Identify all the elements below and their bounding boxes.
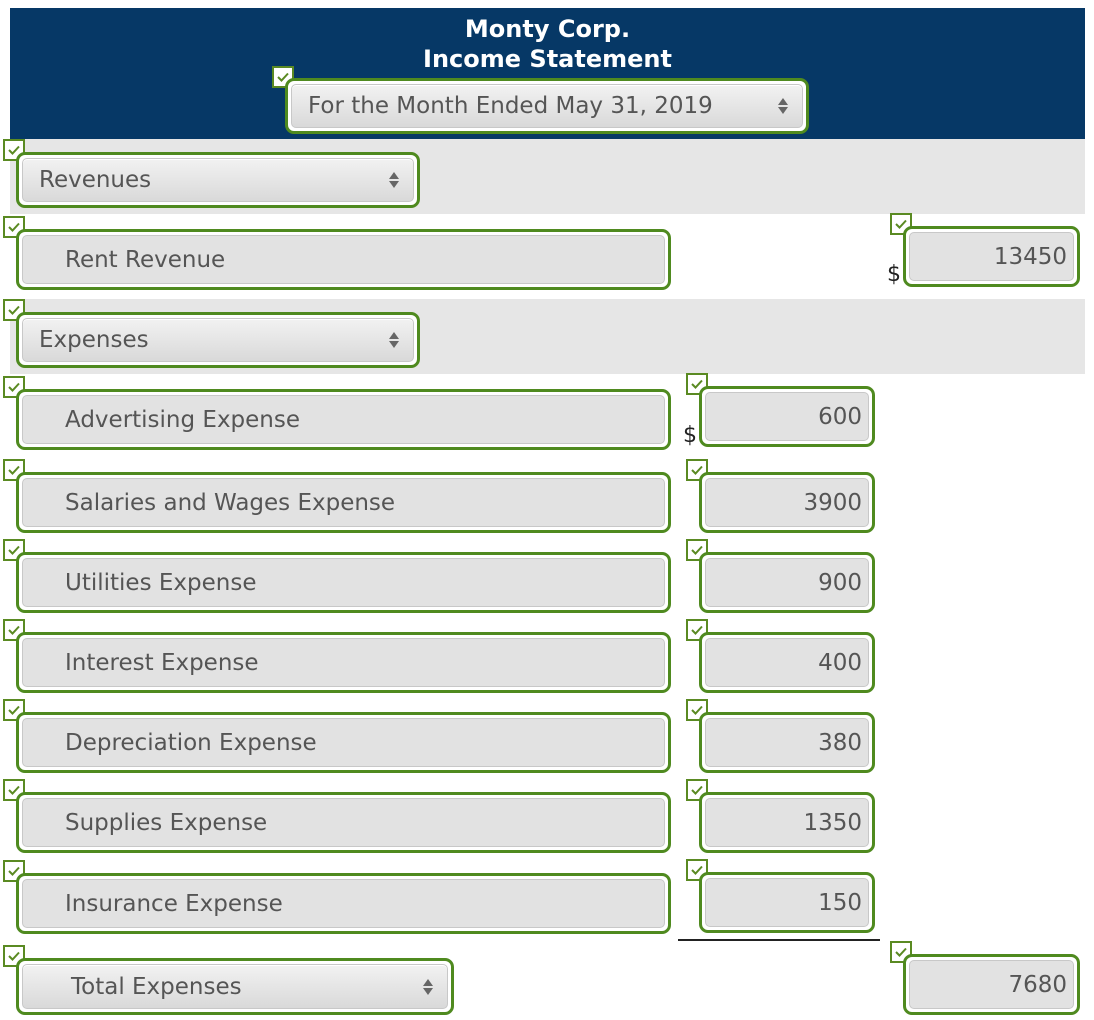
depreciation-expense-amount: 380 bbox=[705, 718, 869, 767]
interest-expense-label: Interest Expense bbox=[22, 638, 665, 687]
expenses-heading-value: Expenses bbox=[39, 327, 149, 353]
depreciation-expense-label: Depreciation Expense bbox=[22, 718, 665, 767]
salaries-expense-amount: 3900 bbox=[705, 478, 869, 527]
insurance-expense-label-field[interactable]: Insurance Expense bbox=[16, 873, 671, 934]
utilities-expense-amount-field[interactable]: 900 bbox=[699, 552, 875, 613]
advertising-expense-label-field[interactable]: Advertising Expense bbox=[16, 389, 671, 450]
total-expenses-amount-field[interactable]: 7680 bbox=[903, 954, 1080, 1015]
utilities-expense-amount: 900 bbox=[705, 558, 869, 607]
utilities-expense-label: Utilities Expense bbox=[22, 558, 665, 607]
select-arrows-icon bbox=[423, 978, 433, 995]
period-select-value: For the Month Ended May 31, 2019 bbox=[308, 93, 713, 119]
interest-expense-amount-field[interactable]: 400 bbox=[699, 632, 875, 693]
statement-title: Income Statement bbox=[423, 45, 672, 73]
interest-expense-amount: 400 bbox=[705, 638, 869, 687]
select-arrows-icon bbox=[778, 98, 788, 114]
rent-revenue-currency: $ bbox=[887, 262, 901, 287]
insurance-expense-amount-field[interactable]: 150 bbox=[699, 872, 875, 933]
salaries-expense-label-field[interactable]: Salaries and Wages Expense bbox=[16, 472, 671, 533]
rent-revenue-amount-field[interactable]: 13450 bbox=[903, 226, 1080, 287]
advertising-expense-amount: 600 bbox=[705, 392, 869, 441]
insurance-expense-amount: 150 bbox=[705, 878, 869, 927]
company-name: Monty Corp. bbox=[464, 15, 631, 43]
total-expenses-amount: 7680 bbox=[909, 960, 1074, 1009]
supplies-expense-amount: 1350 bbox=[705, 798, 869, 847]
expenses-heading-select[interactable]: Expenses bbox=[16, 312, 420, 368]
select-arrows-icon bbox=[389, 172, 399, 188]
salaries-expense-label: Salaries and Wages Expense bbox=[22, 478, 665, 527]
interest-expense-label-field[interactable]: Interest Expense bbox=[16, 632, 671, 693]
rent-revenue-label-field[interactable]: Rent Revenue bbox=[16, 229, 671, 290]
total-expenses-select[interactable]: Total Expenses bbox=[16, 958, 454, 1015]
insurance-expense-label: Insurance Expense bbox=[22, 879, 665, 928]
check-icon bbox=[3, 945, 25, 967]
salaries-expense-amount-field[interactable]: 3900 bbox=[699, 472, 875, 533]
depreciation-expense-label-field[interactable]: Depreciation Expense bbox=[16, 712, 671, 773]
advertising-expense-currency: $ bbox=[683, 423, 697, 448]
revenues-heading-select[interactable]: Revenues bbox=[16, 152, 420, 208]
supplies-expense-label: Supplies Expense bbox=[22, 798, 665, 847]
utilities-expense-label-field[interactable]: Utilities Expense bbox=[16, 552, 671, 613]
select-arrows-icon bbox=[389, 332, 399, 348]
supplies-expense-amount-field[interactable]: 1350 bbox=[699, 792, 875, 853]
total-expenses-label: Total Expenses bbox=[71, 973, 242, 1000]
advertising-expense-label: Advertising Expense bbox=[22, 395, 665, 444]
period-select[interactable]: For the Month Ended May 31, 2019 bbox=[285, 78, 809, 134]
supplies-expense-label-field[interactable]: Supplies Expense bbox=[16, 792, 671, 853]
revenues-heading-value: Revenues bbox=[39, 167, 152, 193]
advertising-expense-amount-field[interactable]: 600 bbox=[699, 386, 875, 447]
rent-revenue-label: Rent Revenue bbox=[22, 235, 665, 284]
depreciation-expense-amount-field[interactable]: 380 bbox=[699, 712, 875, 773]
subtotal-rule bbox=[678, 939, 880, 941]
rent-revenue-amount: 13450 bbox=[909, 232, 1074, 281]
